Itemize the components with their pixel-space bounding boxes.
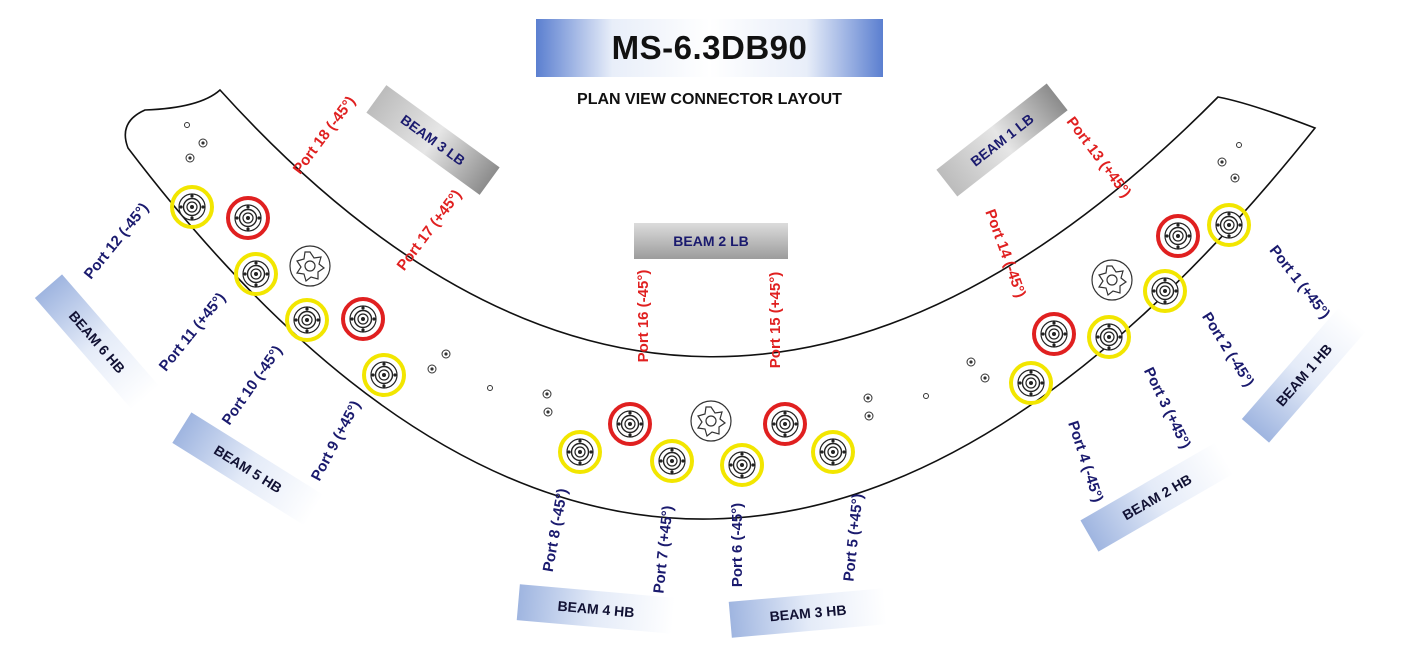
connector-port-18: [226, 196, 270, 240]
connector-port-7: [650, 439, 694, 483]
mounting-holes: [184, 122, 1242, 421]
port-2-label: Port 2 (-45°): [1198, 309, 1257, 390]
high-band-connectors: [170, 185, 1251, 487]
port-8-label: Port 8 (-45°): [540, 487, 571, 573]
port-4-label: Port 4 (-45°): [1064, 419, 1106, 504]
port-3-label: Port 3 (+45°): [1140, 365, 1194, 452]
beam-4-hb-label: BEAM 4 HB: [557, 598, 635, 621]
diagram-title: MS-6.3DB90: [611, 29, 808, 66]
connector-port-11: [234, 252, 278, 296]
port-6-label: Port 6 (-45°): [729, 503, 746, 587]
beam-1-hb-box: BEAM 1 HB: [1241, 307, 1367, 443]
beam-1-lb-box: BEAM 1 LB: [936, 83, 1068, 197]
port-12-label: Port 12 (-45°): [81, 200, 153, 283]
port-1-label: Port 1 (+45°): [1266, 242, 1334, 322]
beam-5-hb-box: BEAM 5 HB: [172, 412, 324, 526]
connector-port-17: [341, 297, 385, 341]
connector-port-10: [285, 298, 329, 342]
port-18-label: Port 18 (-45°): [290, 93, 359, 177]
title-box: MS-6.3DB90: [536, 19, 883, 77]
connector-port-5: [811, 430, 855, 474]
connector-port-2: [1143, 269, 1187, 313]
connector-port-6: [720, 443, 764, 487]
beam-3-hb-box: BEAM 3 HB: [728, 588, 888, 638]
beam-2-lb-label: BEAM 2 LB: [673, 233, 748, 249]
connector-port-16: [608, 402, 652, 446]
beam-3-hb-label: BEAM 3 HB: [769, 602, 847, 625]
port-11-label: Port 11 (+45°): [156, 290, 229, 375]
antenna-body-outline: [124, 88, 1317, 520]
port-10-label: Port 10 (-45°): [219, 343, 286, 429]
connector-port-4: [1009, 361, 1053, 405]
connector-port-14: [1032, 312, 1076, 356]
connector-port-15: [763, 402, 807, 446]
beam-6-hb-box: BEAM 6 HB: [34, 274, 160, 410]
diagram-subtitle: PLAN VIEW CONNECTOR LAYOUT: [577, 91, 842, 108]
port-13-label: Port 13 (+45°): [1063, 114, 1135, 201]
port-17-label: Port 17 (+45°): [394, 187, 466, 274]
connector-port-13: [1156, 214, 1200, 258]
connector-port-8: [558, 430, 602, 474]
beam-4-hb-box: BEAM 4 HB: [516, 584, 676, 634]
beam-3-lb-box: BEAM 3 LB: [366, 85, 500, 195]
port-15-label: Port 15 (+45°): [767, 272, 784, 368]
port-7-label: Port 7 (+45°): [650, 505, 676, 594]
connector-port-9: [362, 353, 406, 397]
beam-2-lb-box: BEAM 2 LB: [634, 223, 788, 259]
connector-port-1: [1207, 203, 1251, 247]
connector-port-12: [170, 185, 214, 229]
connector-port-3: [1087, 315, 1131, 359]
low-band-connectors: [226, 196, 1200, 446]
port-5-label: Port 5 (+45°): [840, 493, 866, 582]
port-16-label: Port 16 (-45°): [635, 270, 652, 363]
port-9-label: Port 9 (+45°): [308, 398, 364, 484]
